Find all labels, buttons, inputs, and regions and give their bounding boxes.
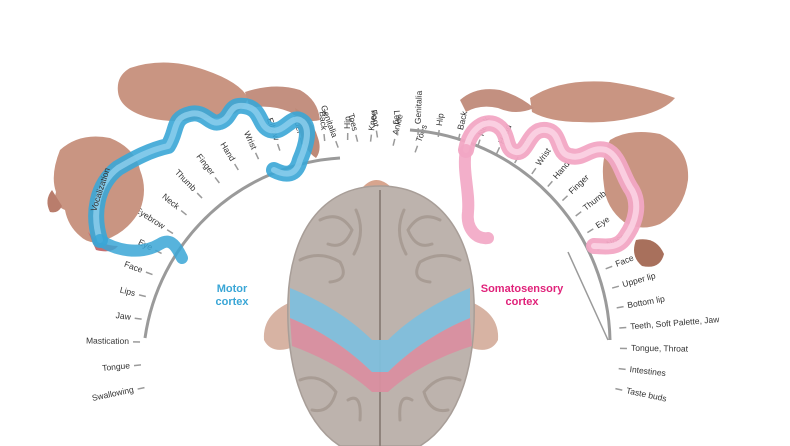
- body-part-label: Hand: [218, 140, 237, 163]
- arc-tick: [548, 181, 553, 186]
- body-part-label: Leg: [392, 110, 403, 125]
- body-part-label: Teeth, Soft Palette, Jaw: [630, 314, 721, 331]
- arc-tick: [415, 146, 417, 153]
- arc-tick: [146, 272, 153, 274]
- arc-tick: [235, 164, 239, 170]
- arc-tick: [356, 135, 358, 142]
- body-part-label: Mastication: [86, 335, 129, 346]
- arc-tick: [324, 134, 325, 141]
- body-part-label: Wrist: [534, 146, 554, 168]
- sensory-tongue-shape: [634, 239, 664, 267]
- sensory-homunculus: [460, 81, 688, 266]
- body-part-label: Thumb: [173, 167, 199, 193]
- taste-buds-pointer: [568, 252, 608, 340]
- arc-tick: [606, 266, 613, 269]
- arc-tick: [617, 307, 624, 308]
- body-part-label: Taste buds: [625, 385, 667, 403]
- motor-homunculus: [47, 62, 320, 251]
- body-part-label: Upper lip: [621, 270, 657, 289]
- body-part-label: Swallowing: [91, 384, 135, 403]
- arc-tick: [135, 318, 142, 319]
- sensory-arm-shape: [460, 89, 534, 112]
- arc-tick: [215, 177, 219, 183]
- arc-tick: [256, 153, 259, 159]
- sensory-cortex-left-drop: [465, 150, 488, 238]
- arc-tick: [197, 193, 202, 198]
- arc-tick: [615, 389, 622, 390]
- body-part-label: Tongue, Throat: [631, 343, 689, 354]
- sensory-title-line1: Somatosensory: [481, 283, 564, 295]
- arc-tick: [139, 295, 146, 297]
- arc-tick: [134, 365, 141, 366]
- body-part-label: Finger: [566, 172, 590, 196]
- arc-tick: [619, 369, 626, 370]
- arc-tick: [376, 131, 377, 138]
- body-part-label: Finger: [194, 152, 217, 177]
- body-part-label: Thumb: [581, 188, 608, 212]
- body-part-label: Intestines: [629, 364, 666, 378]
- motor-title-line2: cortex: [215, 296, 249, 308]
- body-part-label: Face: [123, 259, 144, 275]
- sensory-title-line2: cortex: [505, 296, 539, 308]
- body-part-label: Genitalia: [413, 90, 424, 124]
- arc-tick: [612, 286, 619, 288]
- body-part-label: Bottom lip: [626, 293, 665, 310]
- arc-tick: [438, 130, 439, 137]
- body-part-label: Jaw: [115, 310, 132, 322]
- arc-tick: [278, 144, 280, 151]
- body-part-label: Eye: [594, 214, 612, 230]
- arc-tick: [393, 139, 395, 146]
- sensory-head-shape: [603, 132, 688, 228]
- arc-tick: [167, 230, 173, 234]
- motor-title-line1: Motor: [217, 283, 248, 295]
- body-part-label: Lips: [119, 285, 137, 298]
- body-part-label: Hip: [434, 112, 446, 126]
- arc-tick: [619, 327, 626, 328]
- arc-tick: [587, 229, 593, 233]
- sensory-hand-shape: [530, 81, 675, 122]
- arc-tick: [138, 388, 145, 389]
- body-part-label: Tongue: [102, 360, 131, 373]
- body-part-label: Wrist: [242, 129, 259, 151]
- arc-tick: [181, 211, 186, 215]
- arc-tick: [371, 135, 372, 142]
- body-part-label: Neck: [160, 191, 182, 211]
- arc-tick: [532, 168, 536, 174]
- arc-tick: [576, 212, 582, 216]
- arc-tick: [562, 196, 567, 201]
- body-part-label: Face: [614, 252, 635, 268]
- arc-tick: [336, 141, 338, 148]
- arc-tick: [497, 147, 500, 153]
